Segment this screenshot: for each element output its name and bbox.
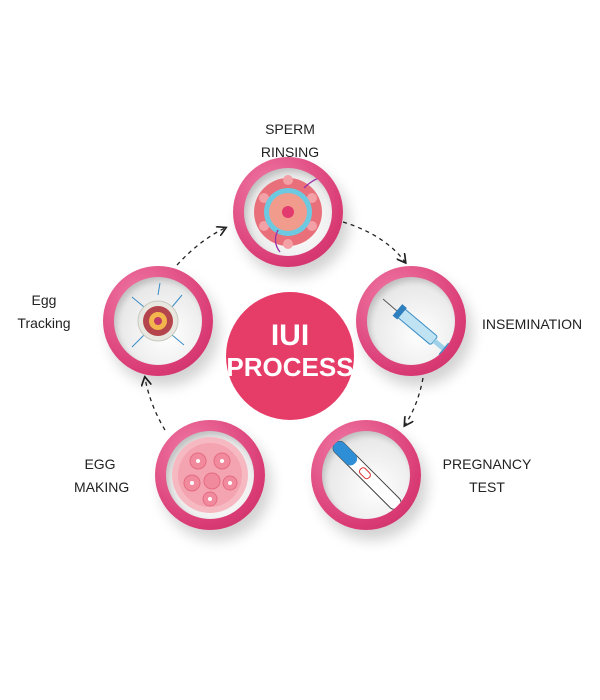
label-line: Egg (31, 292, 57, 308)
label-sperm-rinsing: SPERM RINSING (258, 118, 322, 164)
step-insemination (356, 266, 466, 376)
label-line: Tracking (17, 315, 71, 331)
label-line: SPERM (265, 121, 315, 137)
label-pregnancy-test: PREGNANCY TEST (440, 453, 534, 499)
egg-with-sperm-icon (244, 168, 332, 256)
iui-process-center: IUI PROCESS (226, 292, 354, 420)
label-line: EGG (84, 456, 116, 472)
cell-cluster-icon (166, 431, 254, 519)
label-line: RINSING (260, 144, 320, 160)
arrow-insemination-to-pregnancy (405, 377, 424, 425)
label-line: TEST (469, 479, 505, 495)
syringe-icon (367, 277, 455, 365)
label-egg-tracking: Egg Tracking (10, 289, 78, 335)
label-egg-making: EGG MAKING (74, 453, 130, 499)
pregnancy-test-icon (322, 431, 410, 519)
step-egg-making (155, 420, 265, 530)
egg-cell-icon (114, 277, 202, 365)
step-pregnancy-test (311, 420, 421, 530)
center-title-line1: IUI (270, 319, 310, 352)
arrow-tracking-to-sperm (176, 228, 225, 266)
label-line: INSEMINATION (482, 316, 583, 332)
label-insemination: INSEMINATION (482, 313, 582, 336)
step-sperm-rinsing (233, 157, 343, 267)
label-line: MAKING (74, 479, 130, 495)
center-title-line2: PROCESS (226, 352, 354, 382)
arrow-making-to-tracking (145, 378, 166, 431)
arrow-sperm-to-insemination (342, 221, 405, 262)
step-egg-tracking (103, 266, 213, 376)
label-line: PREGNANCY (442, 456, 532, 472)
